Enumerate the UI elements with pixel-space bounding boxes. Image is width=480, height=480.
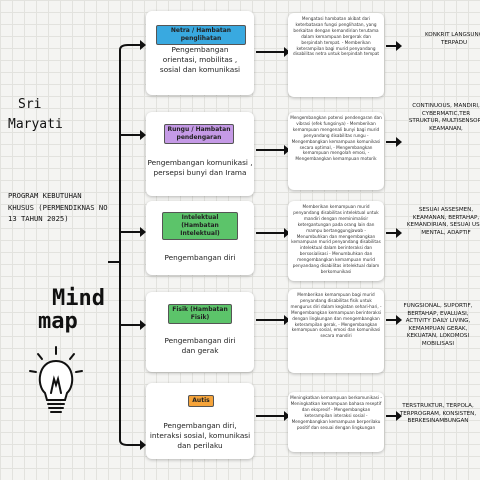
branch-card-autis: Autis Pengembangan diri, interaksi sosia… bbox=[146, 383, 254, 459]
goal-box-fisik: Memberikan kemampuan bagi murid penyanda… bbox=[288, 289, 384, 373]
category-label-netra: Netra / Hambatan penglihatan bbox=[156, 25, 246, 45]
category-label-autis: Autis bbox=[188, 395, 214, 407]
program-title: PROGRAM KEBUTUHAN KHUSUS (PERMENDIKNAS N… bbox=[8, 190, 108, 225]
category-description-autis: Pengembangan diri, interaksi sosial, kom… bbox=[149, 421, 251, 450]
author-first-name: Sri bbox=[18, 97, 42, 112]
lightbulb-icon bbox=[29, 346, 83, 413]
program-line: KHUSUS (PERMENDIKNAS NO bbox=[8, 202, 108, 212]
goal-box-netra: Mengatasi hambatan akibat dari keterbata… bbox=[288, 13, 384, 97]
category-description-intelektual: Pengembangan diri bbox=[164, 253, 236, 262]
goal-box-autis: Meningkatkan kemampuan berkomunikasi - M… bbox=[288, 392, 384, 452]
program-line: PROGRAM KEBUTUHAN bbox=[8, 191, 82, 200]
category-description-fisik: Pengembangan diri dan gerak bbox=[164, 336, 236, 355]
mindmap-title-line: Mind bbox=[52, 286, 105, 311]
category-label-rungu: Rungu / Hambatan pendengaran bbox=[164, 124, 234, 144]
category-description-rungu: Pengembangan komunikasi , persepsi bunyi… bbox=[147, 158, 253, 177]
author-name: Sri Maryati bbox=[8, 95, 88, 135]
branch-card-rungu: Rungu / Hambatan pendengaran Pengembanga… bbox=[146, 112, 254, 196]
principle-intelektual: SESUAI ASSESMEN, KEAMANAN, BERTAHAP, KEM… bbox=[406, 207, 480, 236]
category-label-intelektual: Intelektual (Hambatan Intelektual) bbox=[162, 212, 238, 240]
mindmap-title: Mind map bbox=[38, 287, 105, 333]
principle-autis: TERSTRUKTUR, TERPOLA, TERPROGRAM, KONSIS… bbox=[399, 403, 477, 425]
branch-card-intelektual: Intelektual (Hambatan Intelektual) Penge… bbox=[146, 201, 254, 275]
goal-box-rungu: Mengembangkan potensi pendengaran dan vi… bbox=[288, 112, 384, 190]
mindmap-title-line: map bbox=[38, 309, 78, 334]
branch-card-fisik: Fisik (Hambatan Fisik) Pengembangan diri… bbox=[146, 292, 254, 372]
goal-box-intelektual: Memberikan kemampuan murid penyandang di… bbox=[288, 201, 384, 281]
principle-netra: KONKRIT LANGSUNG TERPADU bbox=[424, 32, 480, 46]
author-last-name: Maryati bbox=[8, 117, 63, 132]
principle-rungu: CONTINUOUS, MANDIRI, CYBERMATIC,TER STRU… bbox=[408, 103, 480, 132]
branch-card-netra: Netra / Hambatan penglihatan Pengembanga… bbox=[146, 11, 254, 95]
principle-fisik: FUNGSIONAL, SUPORTIF, BERTAHAP, EVALUASI… bbox=[403, 303, 473, 347]
category-label-fisik: Fisik (Hambatan Fisik) bbox=[168, 304, 232, 324]
program-line: 13 TAHUN 2025) bbox=[8, 214, 69, 223]
category-description-netra: Pengembangan orientasi, mobilitas , sosi… bbox=[159, 45, 241, 74]
